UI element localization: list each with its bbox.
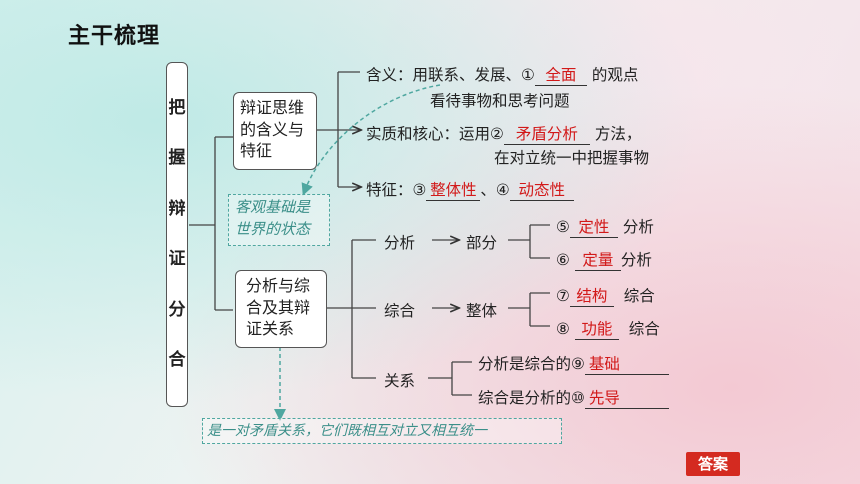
- feature-sep: 、④: [480, 181, 510, 199]
- note-objective-basis: 客观基础是 世界的状态: [228, 194, 330, 246]
- item-6: ⑥ 定量分析: [556, 248, 652, 271]
- note-contradiction-relation: 是一对矛盾关系，它们既相互对立又相互统一: [202, 418, 562, 444]
- item-8-suffix: 综合: [628, 320, 660, 338]
- item-10-text: 综合是分析的⑩: [478, 389, 585, 407]
- item-7-num: ⑦: [556, 287, 570, 305]
- box2-line: 合及其辩: [246, 297, 311, 317]
- root-char: 辩: [168, 198, 186, 219]
- synthesis-target: 整体: [466, 302, 498, 320]
- page-title: 主干梳理: [68, 24, 161, 49]
- blank-3-answer: 整体性: [426, 178, 481, 201]
- note1-line: 世界的状态: [235, 219, 311, 238]
- essence-text: 实质和核心：运用②: [366, 125, 504, 143]
- meaning-line2: 看待事物和思考问题: [430, 92, 570, 110]
- item-8-num: ⑧: [556, 320, 570, 338]
- blank-1-answer: 全面: [534, 63, 587, 86]
- item-5-suffix: 分析: [622, 218, 654, 236]
- blank-5-answer: 定性: [569, 215, 618, 238]
- root-char: 合: [168, 350, 186, 371]
- box-dialectical-thinking: 辩证思维 的含义与 特征: [233, 92, 317, 170]
- box1-line: 的含义与: [240, 119, 305, 139]
- blank-6-answer: 定量: [574, 248, 621, 271]
- root-char: 握: [168, 148, 186, 169]
- meaning-text-end: 的观点: [591, 66, 639, 84]
- meaning-text: 含义：用联系、发展、①: [366, 66, 535, 84]
- essence-text-end: 方法，: [594, 125, 642, 143]
- item-5-num: ⑤: [556, 218, 570, 236]
- item-9-text: 分析是综合的⑨: [478, 355, 585, 373]
- box2-line: 证关系: [246, 319, 295, 339]
- blank-7-answer: 结构: [569, 284, 614, 307]
- analysis-target: 部分: [466, 234, 498, 252]
- root-char: 把: [168, 97, 186, 118]
- root-char: 证: [168, 249, 186, 270]
- blank-10-answer: 先导: [584, 386, 669, 409]
- feature-text: 特征：③: [366, 181, 427, 199]
- box2-line: 分析与综: [246, 276, 311, 295]
- analysis-label: 分析: [384, 234, 416, 252]
- note1-line: 客观基础是: [235, 198, 311, 216]
- blank-8-answer: 功能: [574, 317, 619, 340]
- synthesis-label: 综合: [384, 302, 416, 320]
- item-6-suffix: 分析: [620, 251, 652, 269]
- root-char: 分: [168, 299, 186, 320]
- blank-2-answer: 矛盾分析: [503, 122, 590, 145]
- answer-button[interactable]: 答案: [686, 452, 740, 476]
- box1-line: 特征: [240, 141, 273, 161]
- box-analysis-synthesis: 分析与综 合及其辩 证关系: [235, 270, 327, 348]
- blank-4-answer: 动态性: [509, 178, 574, 201]
- item-7-suffix: 综合: [623, 287, 655, 305]
- box1-line: 辩证思维: [240, 98, 305, 117]
- relation-label: 关系: [384, 372, 416, 390]
- item-6-num: ⑥: [556, 251, 570, 269]
- blank-9-answer: 基础: [584, 352, 669, 375]
- essence-line2: 在对立统一中把握事物: [494, 149, 650, 167]
- root-topic-box: 把 握 辩 证 分 合: [166, 62, 188, 407]
- item-8: ⑧ 功能 综合: [556, 317, 660, 340]
